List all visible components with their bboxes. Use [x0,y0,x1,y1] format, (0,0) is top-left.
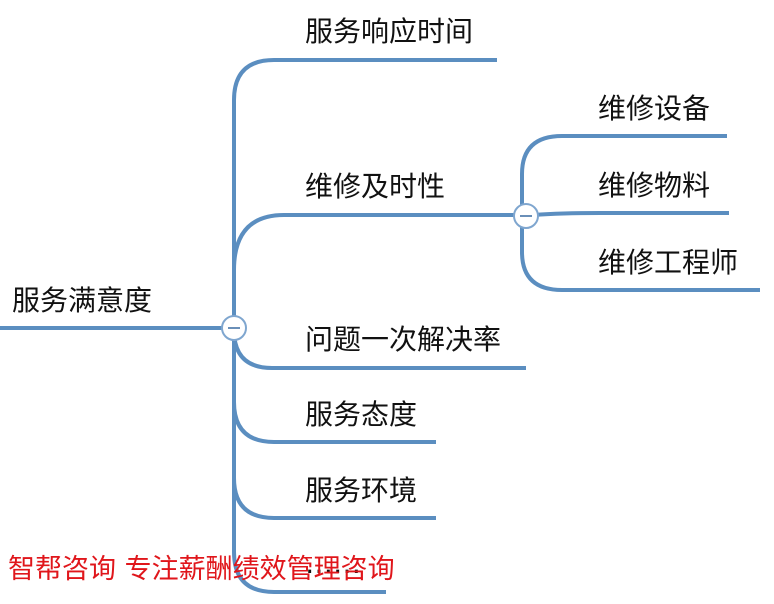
sub-connector-2 [533,211,729,217]
sub-connector-3 [520,222,760,292]
branch-connector-1 [232,58,497,328]
branch-label-response-time[interactable]: 服务响应时间 [305,15,474,48]
branch-connector-6 [232,340,386,594]
branch-label-repair-timeliness[interactable]: 维修及时性 [305,170,446,203]
sub-connector-1 [520,134,727,215]
sub-label-equipment[interactable]: 维修设备 [598,92,711,125]
watermark-text: 智帮咨询 专注薪酬绩效管理咨询 [8,554,395,585]
branch-label-more[interactable]: …… [305,547,361,580]
branch-label-service-attitude[interactable]: 服务态度 [305,398,418,431]
root-collapse-button[interactable] [221,315,247,341]
branch-collapse-button[interactable] [513,203,539,229]
branch-connector-2 [232,213,515,271]
branch-label-first-fix-rate[interactable]: 问题一次解决率 [305,323,502,356]
root-node-label[interactable]: 服务满意度 [12,284,153,317]
sub-label-engineer[interactable]: 维修工程师 [598,246,739,279]
branch-label-service-environment[interactable]: 服务环境 [305,474,418,507]
sub-label-materials[interactable]: 维修物料 [598,169,711,202]
